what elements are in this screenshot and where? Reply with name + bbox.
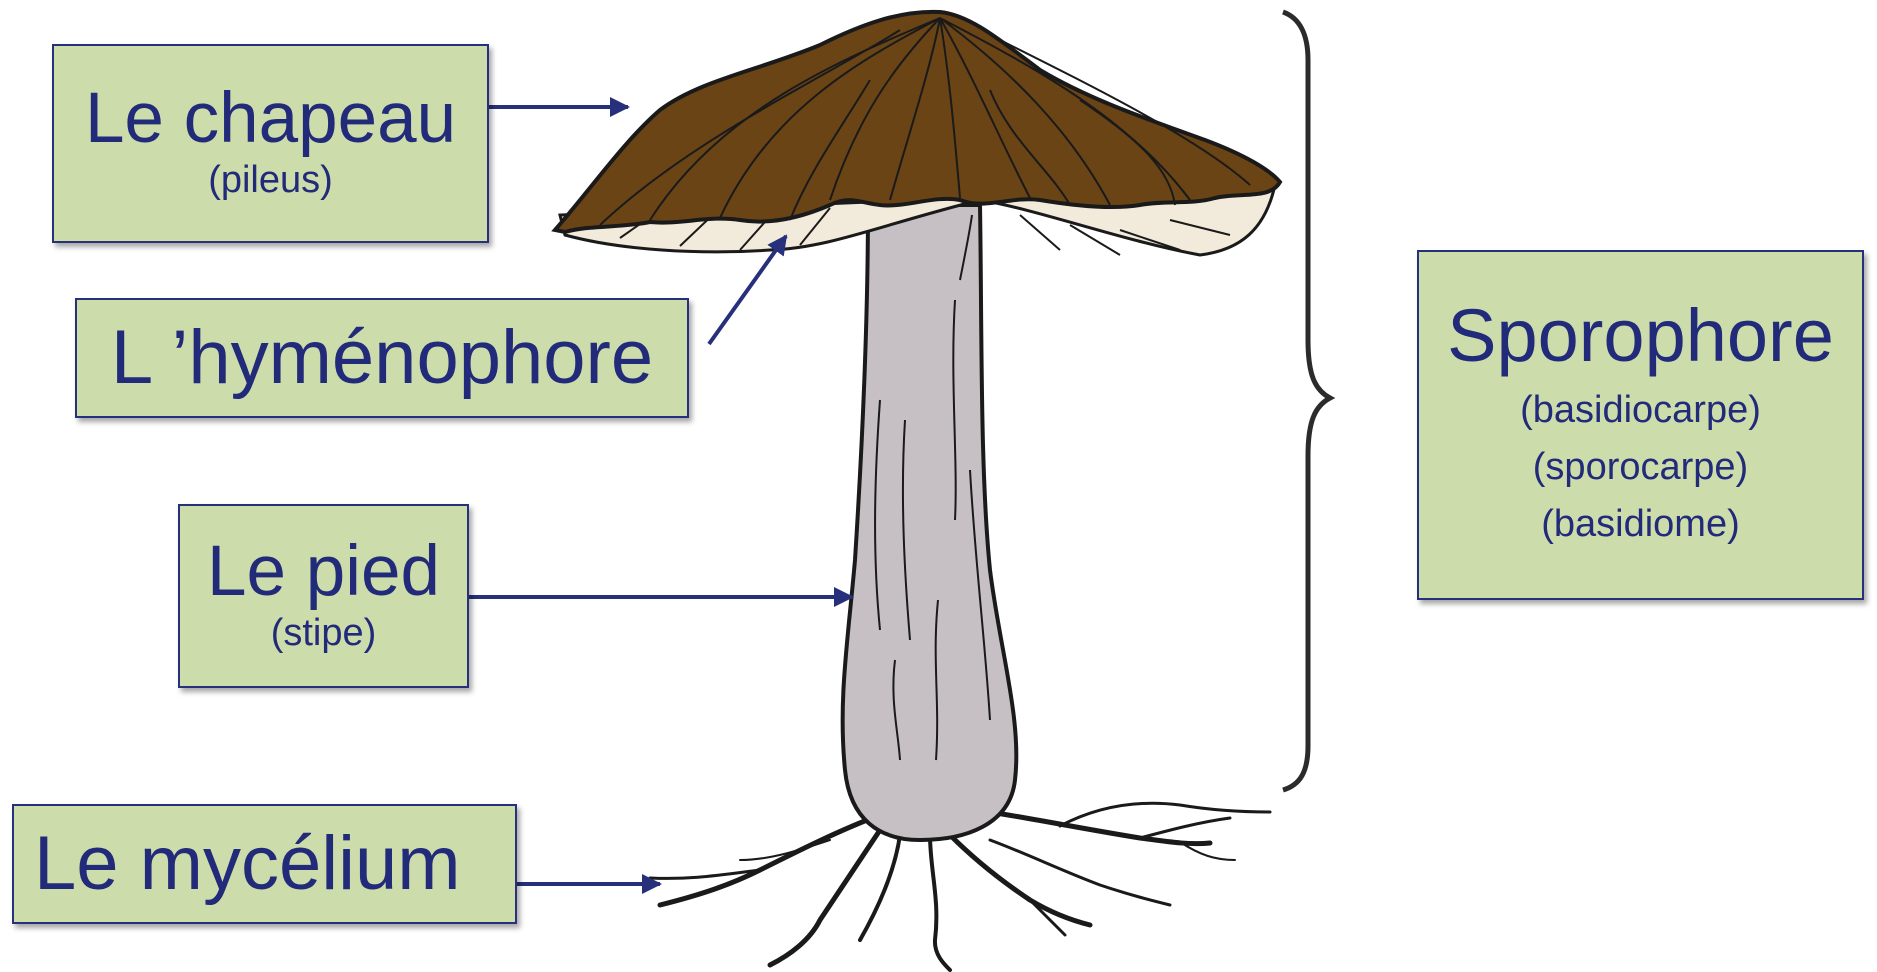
label-chapeau: Le chapeau (pileus) — [52, 44, 489, 243]
chapeau-name: Le chapeau — [85, 82, 456, 157]
label-pied: Le pied (stipe) — [178, 504, 469, 688]
sporophore-synonym: (basidiome) — [1541, 496, 1740, 553]
sporophore-synonym: (sporocarpe) — [1533, 439, 1748, 496]
hymenophore-name: L ’hyménophore — [111, 318, 653, 398]
label-mycelium: Le mycélium — [12, 804, 517, 924]
stipe-illustration — [843, 205, 1017, 840]
mycelium-name: Le mycélium — [34, 824, 461, 904]
label-hymenophore: L ’hyménophore — [75, 298, 689, 418]
sporophore-name: Sporophore — [1447, 297, 1834, 375]
sporophore-brace — [1283, 12, 1330, 790]
chapeau-synonym: (pileus) — [208, 157, 333, 205]
pied-synonym: (stipe) — [271, 610, 377, 658]
sporophore-synonym: (basidiocarpe) — [1520, 382, 1761, 439]
label-sporophore: Sporophore (basidiocarpe) (sporocarpe) (… — [1417, 250, 1864, 600]
pied-name: Le pied — [207, 535, 440, 610]
